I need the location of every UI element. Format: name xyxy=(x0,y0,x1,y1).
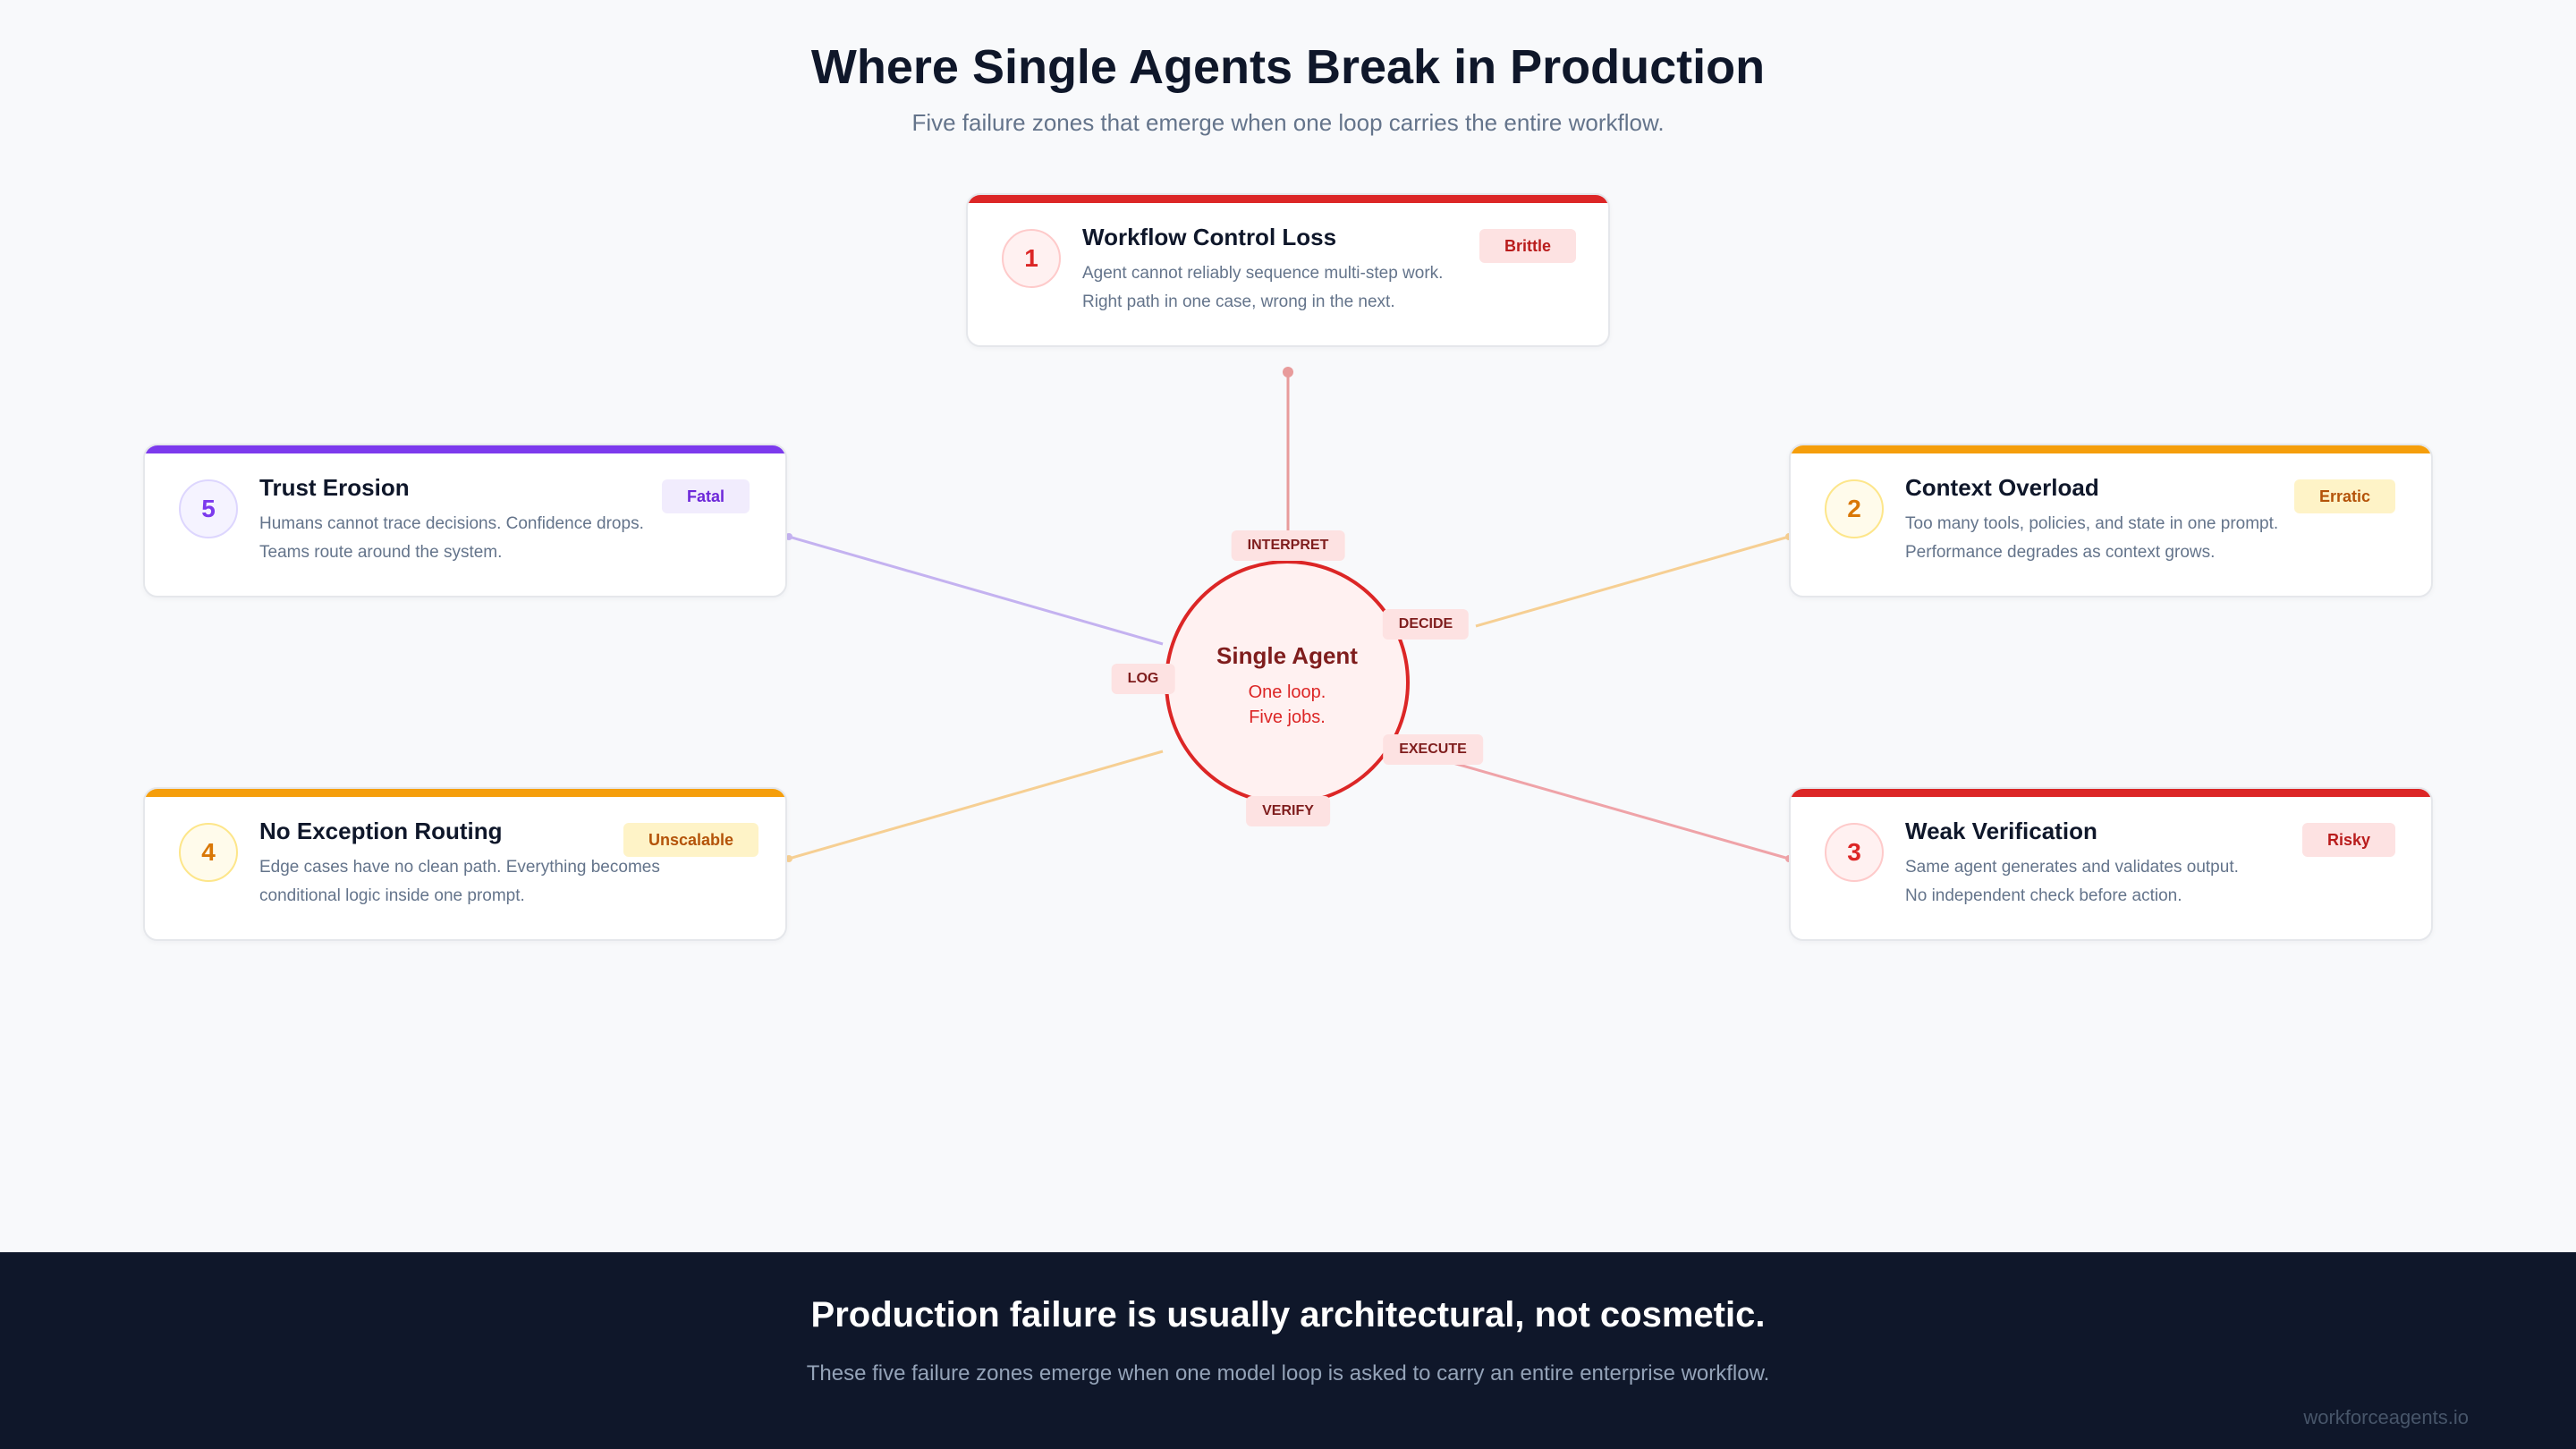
card-accent-bar xyxy=(968,195,1608,203)
card-title: Context Overload xyxy=(1905,474,2099,501)
connector-1-dot xyxy=(1283,367,1293,377)
single-agent-hub: Single Agent One loop. Five jobs. xyxy=(1165,560,1410,805)
card-accent-bar xyxy=(1791,445,2431,453)
footer-banner: Production failure is usually architectu… xyxy=(0,1252,2576,1449)
hub-subtitle: One loop. Five jobs. xyxy=(1168,680,1406,730)
card-accent-bar xyxy=(1791,789,2431,797)
tag-decide: DECIDE xyxy=(1382,609,1470,640)
brand-watermark: workforceagents.io xyxy=(2303,1406,2469,1428)
card-title: Trust Erosion xyxy=(259,474,410,501)
tag-log: LOG xyxy=(1111,664,1175,694)
severity-badge-risky: Risky xyxy=(2301,823,2395,857)
page-subtitle: Five failure zones that emerge when one … xyxy=(911,109,1665,136)
failure-card-trust-erosion: 5 Trust Erosion Humans cannot trace deci… xyxy=(143,444,787,597)
failure-card-context-overload: 2 Context Overload Too many tools, polic… xyxy=(1789,444,2433,597)
failure-card-no-exception-routing: 4 No Exception Routing Edge cases have n… xyxy=(143,787,787,941)
card-description-line: Same agent generates and validates outpu… xyxy=(1905,858,2239,877)
connector-4 xyxy=(788,750,1164,860)
card-description-line: Edge cases have no clean path. Everythin… xyxy=(259,858,660,877)
footer-subtitle: These five failure zones emerge when one… xyxy=(806,1361,1770,1385)
footer-title: Production failure is usually architectu… xyxy=(810,1295,1766,1335)
connector-3 xyxy=(1430,755,1790,860)
severity-badge-fatal: Fatal xyxy=(661,479,750,513)
card-title: No Exception Routing xyxy=(259,818,503,844)
card-title: Workflow Control Loss xyxy=(1082,224,1337,250)
card-description: Agent cannot reliably sequence multi-ste… xyxy=(1082,259,1443,317)
card-number-badge: 2 xyxy=(1825,479,1884,538)
card-number-badge: 5 xyxy=(179,479,238,538)
card-description: Humans cannot trace decisions. Confidenc… xyxy=(259,510,644,567)
severity-badge-brittle: Brittle xyxy=(1479,229,1576,263)
page-title: Where Single Agents Break in Production xyxy=(810,40,1766,94)
card-description-line: Right path in one case, wrong in the nex… xyxy=(1082,292,1395,311)
connector-5-dot xyxy=(785,533,792,540)
connector-5 xyxy=(788,535,1164,646)
failure-card-workflow-control-loss: 1 Workflow Control Loss Agent cannot rel… xyxy=(966,193,1610,347)
hub-subtitle-line: One loop. xyxy=(1248,682,1326,702)
card-description-line: Humans cannot trace decisions. Confidenc… xyxy=(259,514,644,533)
card-number-badge: 3 xyxy=(1825,823,1884,882)
card-number-badge: 4 xyxy=(179,823,238,882)
tag-verify: VERIFY xyxy=(1246,796,1330,826)
card-description: Same agent generates and validates outpu… xyxy=(1905,853,2239,911)
card-description-line: Performance degrades as context grows. xyxy=(1905,543,2216,562)
card-description-line: No independent check before action. xyxy=(1905,886,2182,905)
tag-execute: EXECUTE xyxy=(1383,734,1483,765)
severity-badge-erratic: Erratic xyxy=(2293,479,2395,513)
card-description-line: conditional logic inside one prompt. xyxy=(259,886,525,905)
card-description-line: Too many tools, policies, and state in o… xyxy=(1905,514,2279,533)
card-description: Edge cases have no clean path. Everythin… xyxy=(259,853,660,911)
failure-card-weak-verification: 3 Weak Verification Same agent generates… xyxy=(1789,787,2433,941)
hub-subtitle-line: Five jobs. xyxy=(1249,708,1326,727)
connector-4-dot xyxy=(785,855,792,862)
card-description-line: Agent cannot reliably sequence multi-ste… xyxy=(1082,264,1444,283)
severity-badge-unscalable: Unscalable xyxy=(623,823,758,857)
card-title: Weak Verification xyxy=(1905,818,2097,844)
card-description: Too many tools, policies, and state in o… xyxy=(1905,510,2278,567)
hub-title: Single Agent xyxy=(1216,642,1358,669)
card-description-line: Teams route around the system. xyxy=(259,543,503,562)
card-number-badge: 1 xyxy=(1002,229,1061,288)
tag-interpret: INTERPRET xyxy=(1231,530,1345,561)
card-accent-bar xyxy=(145,789,785,797)
connector-2 xyxy=(1475,535,1790,628)
card-accent-bar xyxy=(145,445,785,453)
